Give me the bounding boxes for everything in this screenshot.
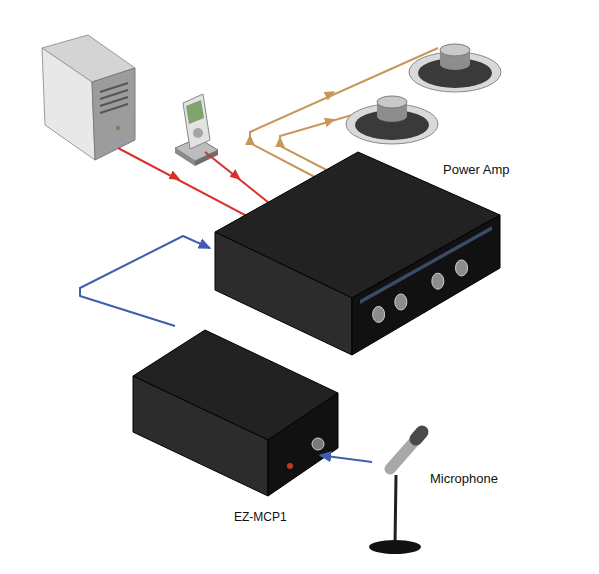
wire-arrow: [249, 139, 251, 140]
unit-knob: [312, 438, 324, 450]
speaker-cone: [355, 110, 429, 140]
amp-front: [352, 215, 500, 355]
amp-knob: [373, 306, 385, 322]
microphone: Microphone: [372, 425, 512, 560]
speaker-rim: [346, 104, 438, 144]
computer-side: [92, 68, 135, 160]
speaker-magnet-top: [377, 96, 407, 108]
unit-front: [268, 393, 338, 496]
signal-connector: [80, 236, 210, 326]
amp-knob: [395, 294, 407, 310]
amp-side: [215, 232, 352, 355]
wire-arrow: [236, 175, 237, 178]
player-screen: [186, 100, 204, 124]
wire-arrow: [330, 93, 331, 96]
player-wheel: [193, 128, 203, 138]
power-amp: Power Amp: [210, 150, 515, 360]
wire-arrow: [175, 176, 176, 179]
computer-led: [116, 126, 120, 130]
wire-arrow: [330, 120, 331, 122]
speaker-magnet-top: [440, 44, 470, 56]
node-label: Power Amp: [443, 162, 509, 177]
computer-front: [42, 48, 95, 160]
node-label: Microphone: [430, 471, 498, 486]
computer-vent: [100, 104, 128, 113]
dock-side: [175, 148, 195, 166]
unit-led: [287, 463, 293, 469]
speaker-magnet: [377, 110, 407, 122]
media-player: [183, 94, 210, 149]
mic-base: [369, 540, 421, 554]
unit-side: [133, 376, 268, 496]
node-label: EZ-MCP1: [234, 510, 287, 524]
wire-arrow: [279, 141, 281, 142]
node-shape: [372, 425, 512, 560]
mixer-unit: EZ-MCP1: [130, 326, 320, 531]
signal-connector: [320, 455, 372, 462]
speaker-rim: [409, 52, 501, 92]
amp-knob: [456, 260, 468, 276]
amp-panel-line: [360, 226, 492, 304]
node-shape: [210, 150, 515, 360]
audio-wire: [205, 152, 278, 210]
amp-knob: [432, 273, 444, 289]
speaker-magnet: [440, 58, 470, 70]
node-shape: [130, 326, 320, 531]
mic-grille: [416, 432, 422, 439]
mic-stand: [395, 475, 396, 545]
audio-wire: [118, 148, 262, 224]
speaker-cone: [418, 58, 492, 88]
